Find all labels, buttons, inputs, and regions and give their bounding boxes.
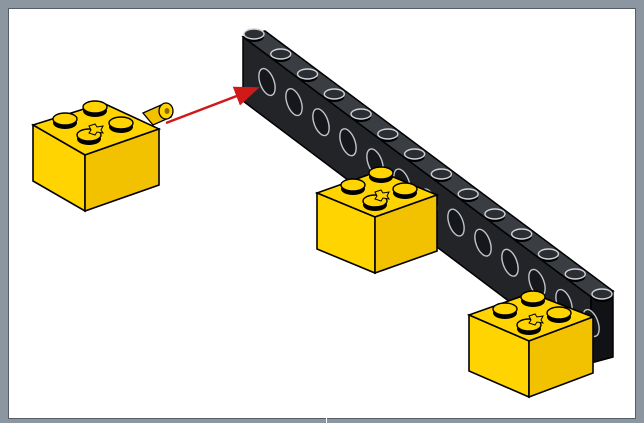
- brick-end: [466, 290, 596, 399]
- frame-seam: [326, 411, 327, 423]
- beam-stud: [430, 168, 453, 180]
- beam-hole: [339, 128, 357, 157]
- beam-stud: [296, 68, 319, 80]
- beam-stud: [457, 188, 479, 200]
- beam-stud: [537, 248, 560, 260]
- insert-arrow: [165, 86, 260, 125]
- beam-stud: [350, 108, 372, 120]
- beam-stud: [377, 128, 399, 140]
- beam-hole: [258, 67, 276, 97]
- beam-stud: [510, 228, 533, 240]
- beam-stud: [243, 28, 265, 40]
- beam-hole: [501, 248, 519, 277]
- beam-stud: [270, 48, 292, 60]
- beam-hole: [312, 108, 330, 137]
- beam-hole: [474, 228, 492, 257]
- beam-hole: [285, 88, 303, 117]
- brick-with-pin: [31, 100, 174, 213]
- beam-stud: [484, 208, 506, 220]
- beam-stud: [323, 88, 346, 100]
- axle-pin: [141, 102, 174, 126]
- cross-hole-icon: [528, 313, 545, 326]
- beam-hole: [447, 208, 465, 237]
- illustration-canvas: [8, 8, 636, 419]
- cross-hole-icon: [88, 123, 105, 136]
- cross-hole-icon: [374, 189, 391, 202]
- brick-middle: [314, 166, 440, 275]
- beam-stud: [564, 268, 586, 280]
- beam-stud: [591, 288, 613, 300]
- assembly-diagram: [31, 28, 615, 399]
- beam-studs: [243, 28, 613, 302]
- beam-stud: [403, 148, 426, 160]
